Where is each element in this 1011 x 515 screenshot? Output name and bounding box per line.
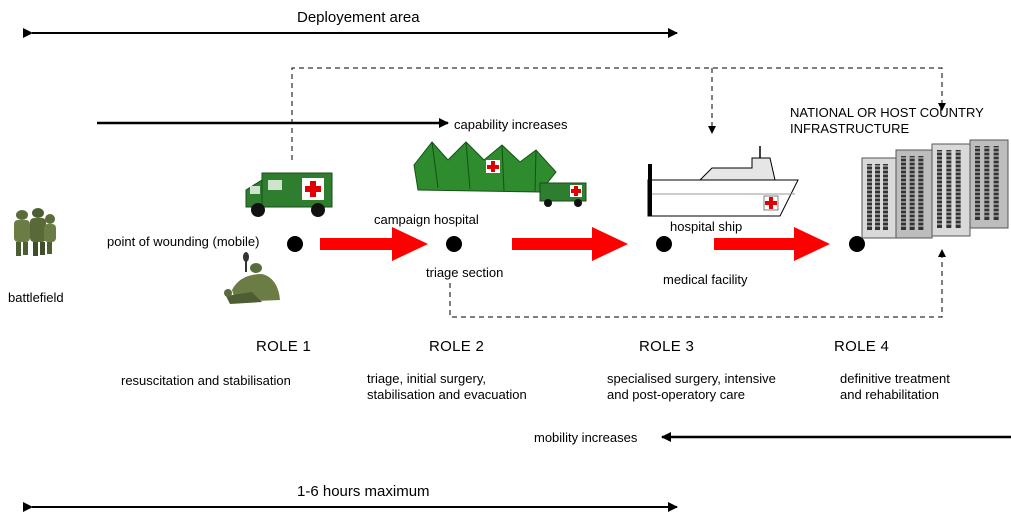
mobility-label: mobility increases	[534, 430, 638, 445]
node-role2	[446, 236, 462, 252]
role-1-title: ROLE 1	[256, 338, 312, 355]
role-2-description-line1: triage, initial surgery,	[367, 371, 486, 386]
role-4-description-line2: and rehabilitation	[840, 387, 940, 402]
deployment-area-label: Deployement area	[297, 9, 420, 26]
infrastructure-label-line1: NATIONAL OR HOST COUNTRY	[790, 105, 984, 120]
role-4-title: ROLE 4	[834, 338, 890, 355]
flow-arrow-1	[320, 227, 428, 261]
campaign-hospital-label: campaign hospital	[374, 212, 479, 227]
dashed-link-top	[291, 67, 946, 160]
point-of-wounding-label: point of wounding (mobile)	[107, 234, 260, 249]
triage-section-label: triage section	[426, 265, 504, 280]
medical-facility-label: medical facility	[663, 272, 748, 287]
role-3-description-line2: and post-operatory care	[607, 387, 746, 402]
node-role1	[287, 236, 303, 252]
battlefield-label: battlefield	[8, 290, 64, 305]
role-2-description-line2: stabilisation and evacuation	[367, 387, 527, 402]
wounded-soldier-icon	[224, 252, 280, 304]
ambulance-icon	[245, 172, 333, 217]
flow-arrow-3	[714, 227, 830, 261]
dashed-link-bottom	[449, 249, 946, 318]
infrastructure-label-line2: INFRASTRUCTURE	[790, 121, 910, 136]
capability-label: capability increases	[454, 117, 568, 132]
role-2-title: ROLE 2	[429, 338, 485, 355]
soldiers-icon	[14, 208, 56, 256]
field-tent-icon	[413, 141, 587, 207]
hospital-building-icon	[861, 139, 1009, 239]
hours-label: 1-6 hours maximum	[297, 483, 430, 500]
hospital-ship-label: hospital ship	[670, 219, 743, 234]
role-4-description-line1: definitive treatment	[840, 371, 950, 386]
hospital-ship-icon	[647, 146, 799, 217]
role-3-description-line1: specialised surgery, intensive	[607, 371, 776, 386]
role-1-description: resuscitation and stabilisation	[121, 373, 291, 388]
node-role4	[849, 236, 865, 252]
flow-arrow-2	[512, 227, 628, 261]
role-3-title: ROLE 3	[639, 338, 695, 355]
node-role3	[656, 236, 672, 252]
